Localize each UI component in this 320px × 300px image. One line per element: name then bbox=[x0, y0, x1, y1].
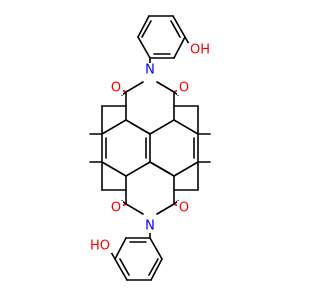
oxygen-label-upper-left: O bbox=[111, 81, 121, 96]
oxygen-label-upper-right: O bbox=[179, 81, 189, 96]
bond bbox=[172, 15, 186, 38]
bond bbox=[149, 237, 163, 260]
bond bbox=[137, 15, 150, 38]
hydroxyphenyl-top bbox=[137, 15, 190, 59]
bond bbox=[130, 122, 151, 135]
bond bbox=[156, 203, 175, 215]
perylene-core bbox=[89, 105, 211, 191]
bond bbox=[149, 161, 170, 174]
bond bbox=[148, 258, 159, 276]
atom-labels: N N O O O O OH HO bbox=[88, 43, 212, 254]
bond bbox=[137, 36, 151, 59]
outer-rings bbox=[101, 105, 199, 191]
nitrogen-label-bottom: N bbox=[145, 219, 155, 234]
bond bbox=[101, 161, 127, 177]
bond bbox=[125, 161, 151, 177]
bond bbox=[173, 119, 199, 135]
hydroxyphenyl-bottom bbox=[110, 237, 163, 281]
bond bbox=[114, 237, 127, 260]
structural-formula: N N O O O O OH HO bbox=[88, 15, 212, 281]
bond bbox=[119, 258, 130, 276]
bond bbox=[141, 20, 152, 38]
bond bbox=[125, 203, 144, 215]
bond bbox=[110, 251, 116, 260]
bond bbox=[173, 161, 199, 177]
bond bbox=[114, 258, 128, 281]
bond bbox=[150, 258, 163, 281]
bond bbox=[170, 20, 181, 38]
bond bbox=[125, 81, 144, 93]
nitrogen-label-top: N bbox=[145, 63, 155, 78]
oxygen-label-lower-left: O bbox=[111, 201, 121, 216]
oxygen-label-lower-right: O bbox=[179, 201, 189, 216]
bond bbox=[149, 119, 175, 135]
hydroxyl-label-top: OH bbox=[190, 43, 210, 58]
bond bbox=[173, 36, 186, 59]
bond bbox=[156, 81, 175, 93]
bond bbox=[184, 36, 190, 45]
hydroxyl-label-bottom: HO bbox=[90, 239, 110, 254]
bond bbox=[101, 119, 127, 135]
